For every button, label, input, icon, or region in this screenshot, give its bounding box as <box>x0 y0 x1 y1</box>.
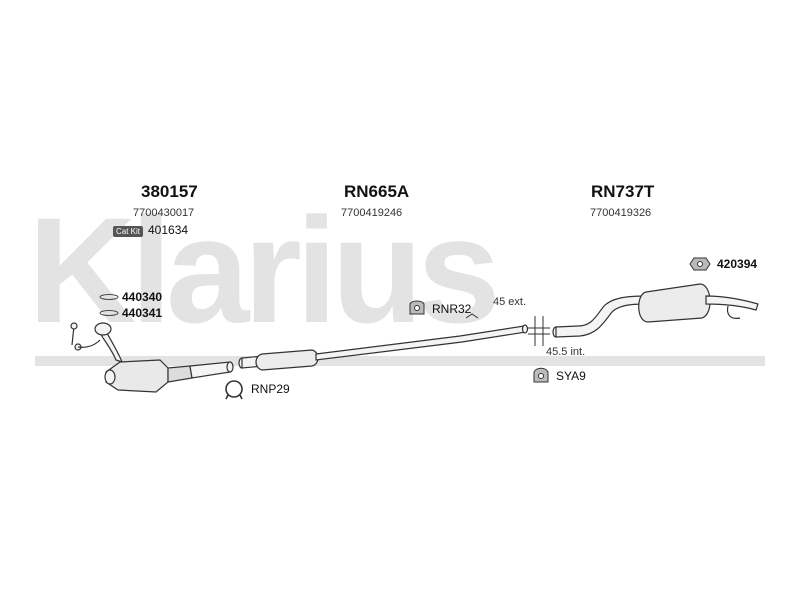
section-code-2: RN665A <box>344 182 410 201</box>
int-annotation: 45.5 int. <box>546 346 586 358</box>
gasket-label-1: 440340 <box>122 290 163 304</box>
klarius-watermark: Klarius <box>28 186 501 354</box>
clamp-front-label: RNP29 <box>251 382 290 396</box>
clamp-rear-label: SYA9 <box>556 369 586 383</box>
front-pipe-end <box>226 361 234 373</box>
clamp-rnp29-icon <box>225 380 243 398</box>
section-code-1: 380157 <box>141 182 198 201</box>
lambda-lead <box>77 339 101 348</box>
mount-mid-label: RNR32 <box>432 302 472 316</box>
mount-rear-label: 420394 <box>717 257 758 271</box>
catkit-badge: Cat Kit <box>113 226 144 237</box>
gasket-440341-icon <box>99 310 119 316</box>
section-oe-3: 7700419326 <box>590 207 652 219</box>
lambda-sensor <box>70 322 78 330</box>
gasket-440340-icon <box>99 294 119 300</box>
downpipe-flange <box>94 322 112 336</box>
flexi-pipe <box>167 365 193 383</box>
section-code-3: RN737T <box>591 182 655 201</box>
ext-annotation: 45 ext. <box>493 296 527 308</box>
front-pipe <box>189 361 231 379</box>
cat-inlet-flange <box>104 369 116 385</box>
rear-pipe <box>555 295 647 338</box>
section-oe-2: 7700419246 <box>341 207 403 219</box>
watermark-underline <box>35 356 765 366</box>
catkit-code: 401634 <box>148 223 189 237</box>
rear-hanger-hook <box>726 305 741 319</box>
centre-pipe-outlet <box>521 324 529 334</box>
mount-rnr32-bracket <box>465 313 479 319</box>
section-oe-1: 7700430017 <box>133 207 195 219</box>
gasket-label-2: 440341 <box>122 306 163 320</box>
centre-silencer <box>255 349 319 371</box>
rear-tailpipe <box>705 295 759 311</box>
rear-silencer <box>638 283 711 323</box>
centre-tail-pipe <box>315 325 527 361</box>
